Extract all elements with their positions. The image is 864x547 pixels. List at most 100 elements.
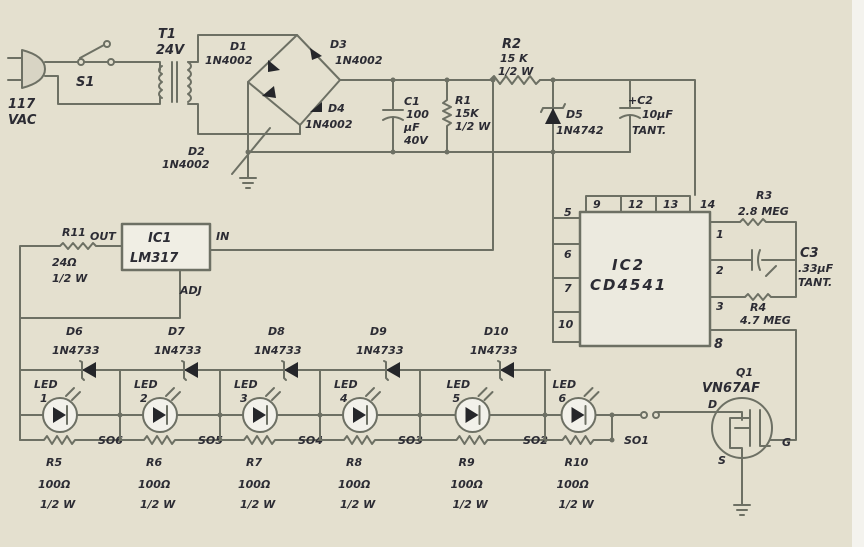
resistor-label: R5 [46,456,62,469]
ic2-pin-1: 1 [716,228,724,241]
resistor-label: R9 [459,456,475,469]
socket-label: SO3 [398,434,423,447]
page-edge [852,0,864,547]
ic2-part: CD4541 [590,276,667,294]
led-stage-4 [319,369,423,445]
c1-label: C1 [404,95,420,108]
resistor-label: R7 [246,456,262,469]
d4-label: D4 [328,102,345,115]
socket-label: SO6 [98,434,123,447]
capacitor-c1 [382,79,404,153]
zener-d5 [540,79,566,153]
d1-label: D1 [230,40,247,53]
ic2-pin-13: 13 [663,198,679,211]
led-label: LED [34,378,58,391]
zener-label: D7 [168,325,185,338]
q1-part: VN67AF [702,381,760,396]
r11-label: R11 [62,226,86,239]
socket-label: SO4 [298,434,323,447]
zener-d6 [79,360,96,381]
led-number: 4 [339,392,348,405]
socket-contact [652,411,660,419]
zener-label: D10 [484,325,509,338]
resistor-watt: 1/2 W [240,498,276,511]
d2-label: D2 [188,145,205,158]
mosfet-q1 [657,397,773,516]
resistor-watt: 1/2 W [340,498,376,511]
r2-label: R2 [502,37,521,52]
ic2-pin-6: 6 [564,248,572,261]
led-label: LED [234,378,258,391]
ic2-pin-3: 3 [716,300,724,313]
q1-source: S [718,454,726,467]
c2-label: +C2 [628,94,653,107]
r2-value: 15 K [500,52,529,65]
zener-part: 1N4733 [356,344,404,357]
zener-label: D6 [66,325,83,338]
ic2-pin-12: 12 [628,198,644,211]
ic2-pin-9: 9 [593,198,601,211]
r11-watt: 1/2 W [52,272,88,285]
c3-type: TANT. [798,276,832,289]
led-stage-6 [544,387,615,445]
resistor-value: 100Ω [38,478,70,491]
c2-type: TANT. [632,124,666,137]
r3-value: 2.8 MEG [738,205,789,218]
resistor-watt: 1/2 W [140,498,176,511]
zener-d10 [497,360,514,381]
zener-label: D8 [268,325,285,338]
r1-label: R1 [455,94,471,107]
socket-label: SO5 [198,434,223,447]
resistor-label: R6 [146,456,162,469]
transformer-t1 [158,61,192,103]
resistor-r1 [442,79,452,153]
bridge-rectifier [231,34,341,175]
ic1-label: IC1 [148,231,171,246]
d2-part: 1N4002 [162,158,210,171]
resistor-value: 100Ω [338,478,370,491]
led-number: 2 [140,392,148,405]
ic1-adj: ADJ [179,284,202,297]
q1-gate: G [782,436,791,449]
switch-s1 [77,40,115,66]
led-label: LED [134,378,158,391]
socket-label: SO1 [624,434,649,447]
d3-part: 1N4002 [335,54,383,67]
switch-label: S1 [76,75,94,90]
r1-watt: 1/2 W [455,120,491,133]
zener-d7 [181,360,198,381]
r11-value: 24Ω [52,256,77,269]
led-stage-2 [119,369,223,445]
ic1-lm317 [19,222,551,441]
led-stage-5 [419,369,548,445]
ic2-label: IC2 [612,256,645,274]
c1-voltage: 40V [403,134,429,147]
transformer-voltage: 24V [156,43,185,58]
ic2-pin-14: 14 [700,198,715,211]
zener-part: 1N4733 [52,344,100,357]
ic2-pin-5: 5 [564,206,572,219]
resistor-watt: 1/2 W [40,498,76,511]
r4-label: R4 [750,301,766,314]
led-label: LED [447,378,471,391]
plug-label-vac: VAC [8,113,37,128]
resistor-value: 100Ω [451,478,483,491]
ac-plug [7,49,46,89]
c3-value: .33µF [798,262,834,275]
r1-value: 15K [455,107,480,120]
ic2-cd4541 [552,195,712,348]
resistor-label: R10 [565,456,589,469]
plug-label-117: 117 [8,97,36,112]
d5-part: 1N4742 [556,124,604,137]
ic2-pin-8: 8 [714,337,723,352]
zener-part: 1N4733 [154,344,202,357]
zener-part: 1N4733 [254,344,302,357]
led-number: 5 [453,392,461,405]
led-label: LED [334,378,358,391]
c1-value: 100 [406,108,429,121]
led-stage-1 [19,369,123,445]
ic1-part: LM317 [130,251,179,266]
zener-part: 1N4733 [470,344,518,357]
resistor-value: 100Ω [557,478,589,491]
